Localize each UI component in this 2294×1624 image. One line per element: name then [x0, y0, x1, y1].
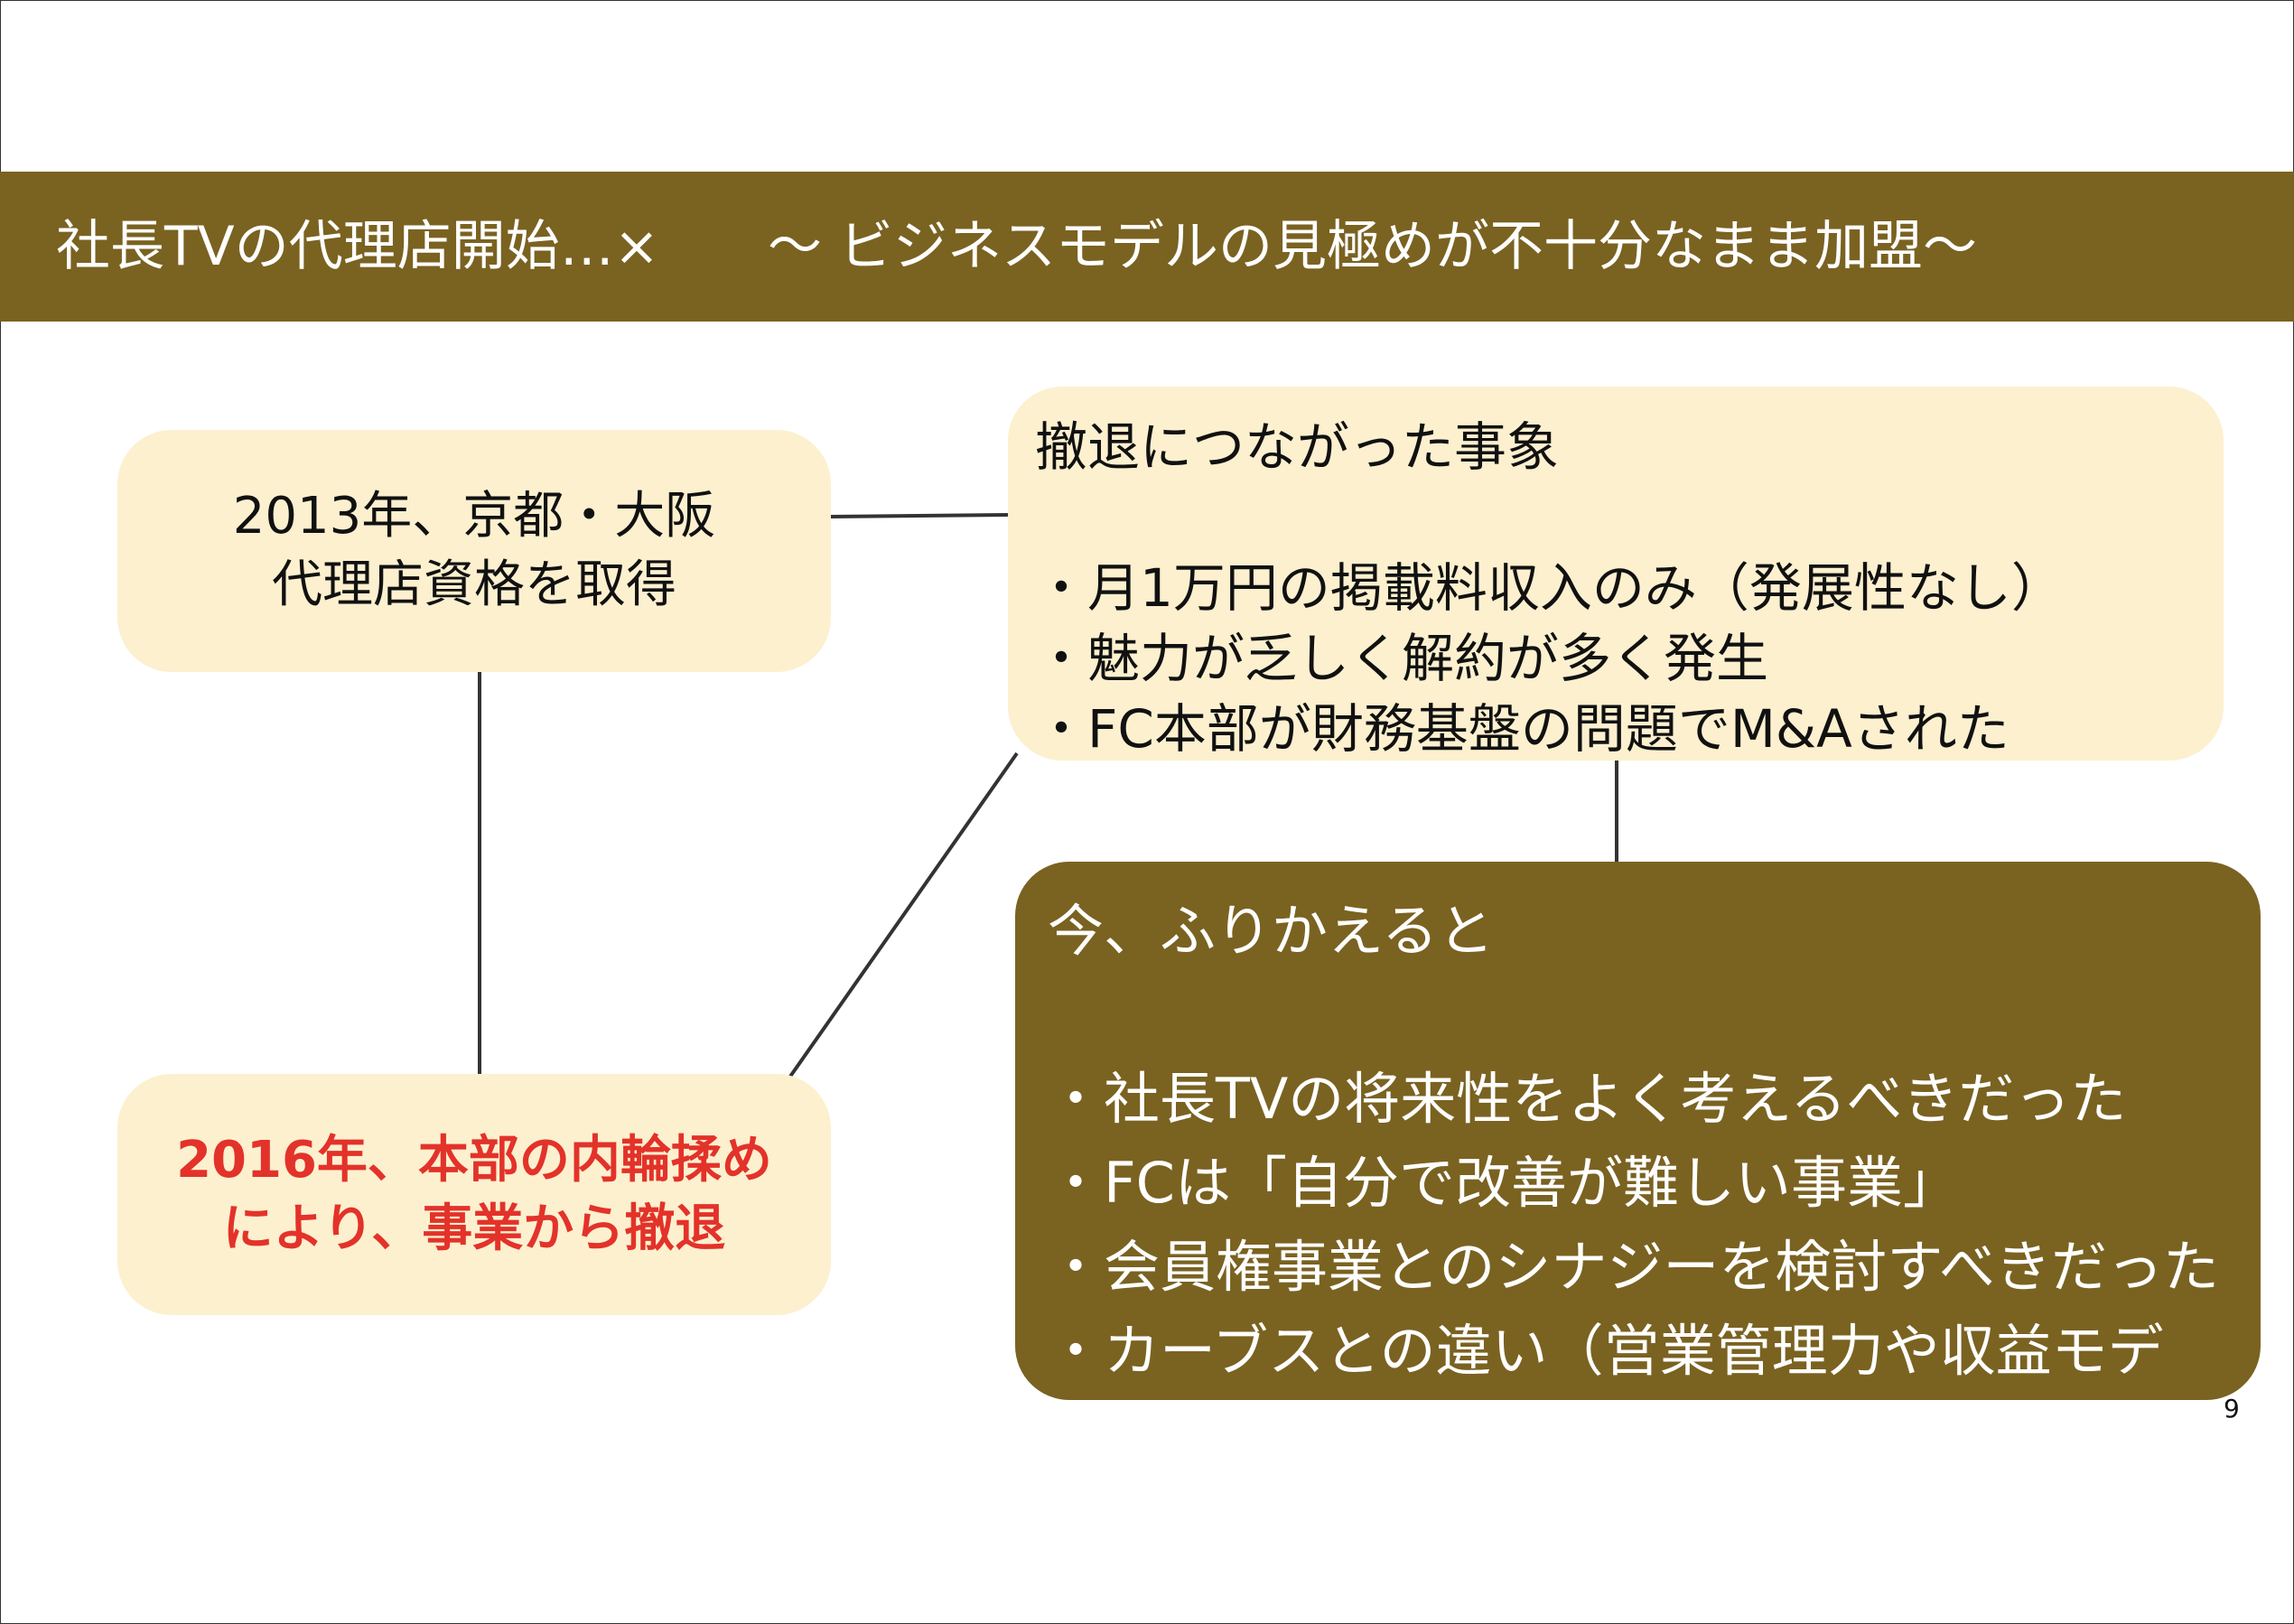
box-2016-line: 2016年、本部の内輪揉め: [176, 1130, 772, 1190]
events-item: ・FC本部が財務基盤の問題でM&Aされた: [1035, 698, 2010, 760]
box-withdrawal-events: 撤退につながった事象 ・月1万円の掲載料収入のみ（発展性なし） ・魅力が乏しく解…: [1008, 387, 2224, 761]
box-2013-agency: 2013年、京都・大阪 代理店資格を取得: [117, 430, 831, 672]
events-item: ・月1万円の掲載料収入のみ（発展性なし）: [1035, 557, 2064, 619]
connector-events-2016: [786, 751, 1019, 1082]
connector-2013-events: [830, 513, 1009, 518]
reflection-item: ・FCは「自分で改善が難しい事業」: [1048, 1150, 1959, 1216]
box-reflection: 今、ふりかえると ・社長TVの将来性をよく考えるべきだった ・FCは「自分で改善…: [1015, 862, 2261, 1468]
reflection-item: ・社長TVの将来性をよく考えるべきだった: [1048, 1066, 2127, 1132]
box-2013-line: 2013年、京都・大阪: [232, 487, 716, 546]
box-2013-line: 代理店資格を取得: [272, 555, 676, 614]
reflection-heading: 今、ふりかえると: [1048, 898, 1495, 964]
page-number: 9: [2224, 1394, 2240, 1423]
title-band: 社長TVの代理店開始…× ～ ビジネスモデルの見極めが不十分なまま加盟～: [0, 172, 2294, 322]
events-item: ・魅力が乏しく解約が多く発生: [1035, 628, 1769, 689]
events-heading: 撤退につながった事象: [1035, 416, 1560, 478]
box-2016-withdrawal: 2016年、本部の内輪揉め により、事業から撤退: [117, 1074, 831, 1315]
reflection-item: ・カーブスとの違い（営業管理力や収益モデル）: [1048, 1318, 2164, 1468]
box-2016-line: により、事業から撤退: [222, 1199, 726, 1258]
reflection-item: ・会員権事業とのシナジーを検討すべきだった: [1048, 1234, 2220, 1300]
slide-title: 社長TVの代理店開始…× ～ ビジネスモデルの見極めが不十分なまま加盟～: [56, 215, 1978, 278]
